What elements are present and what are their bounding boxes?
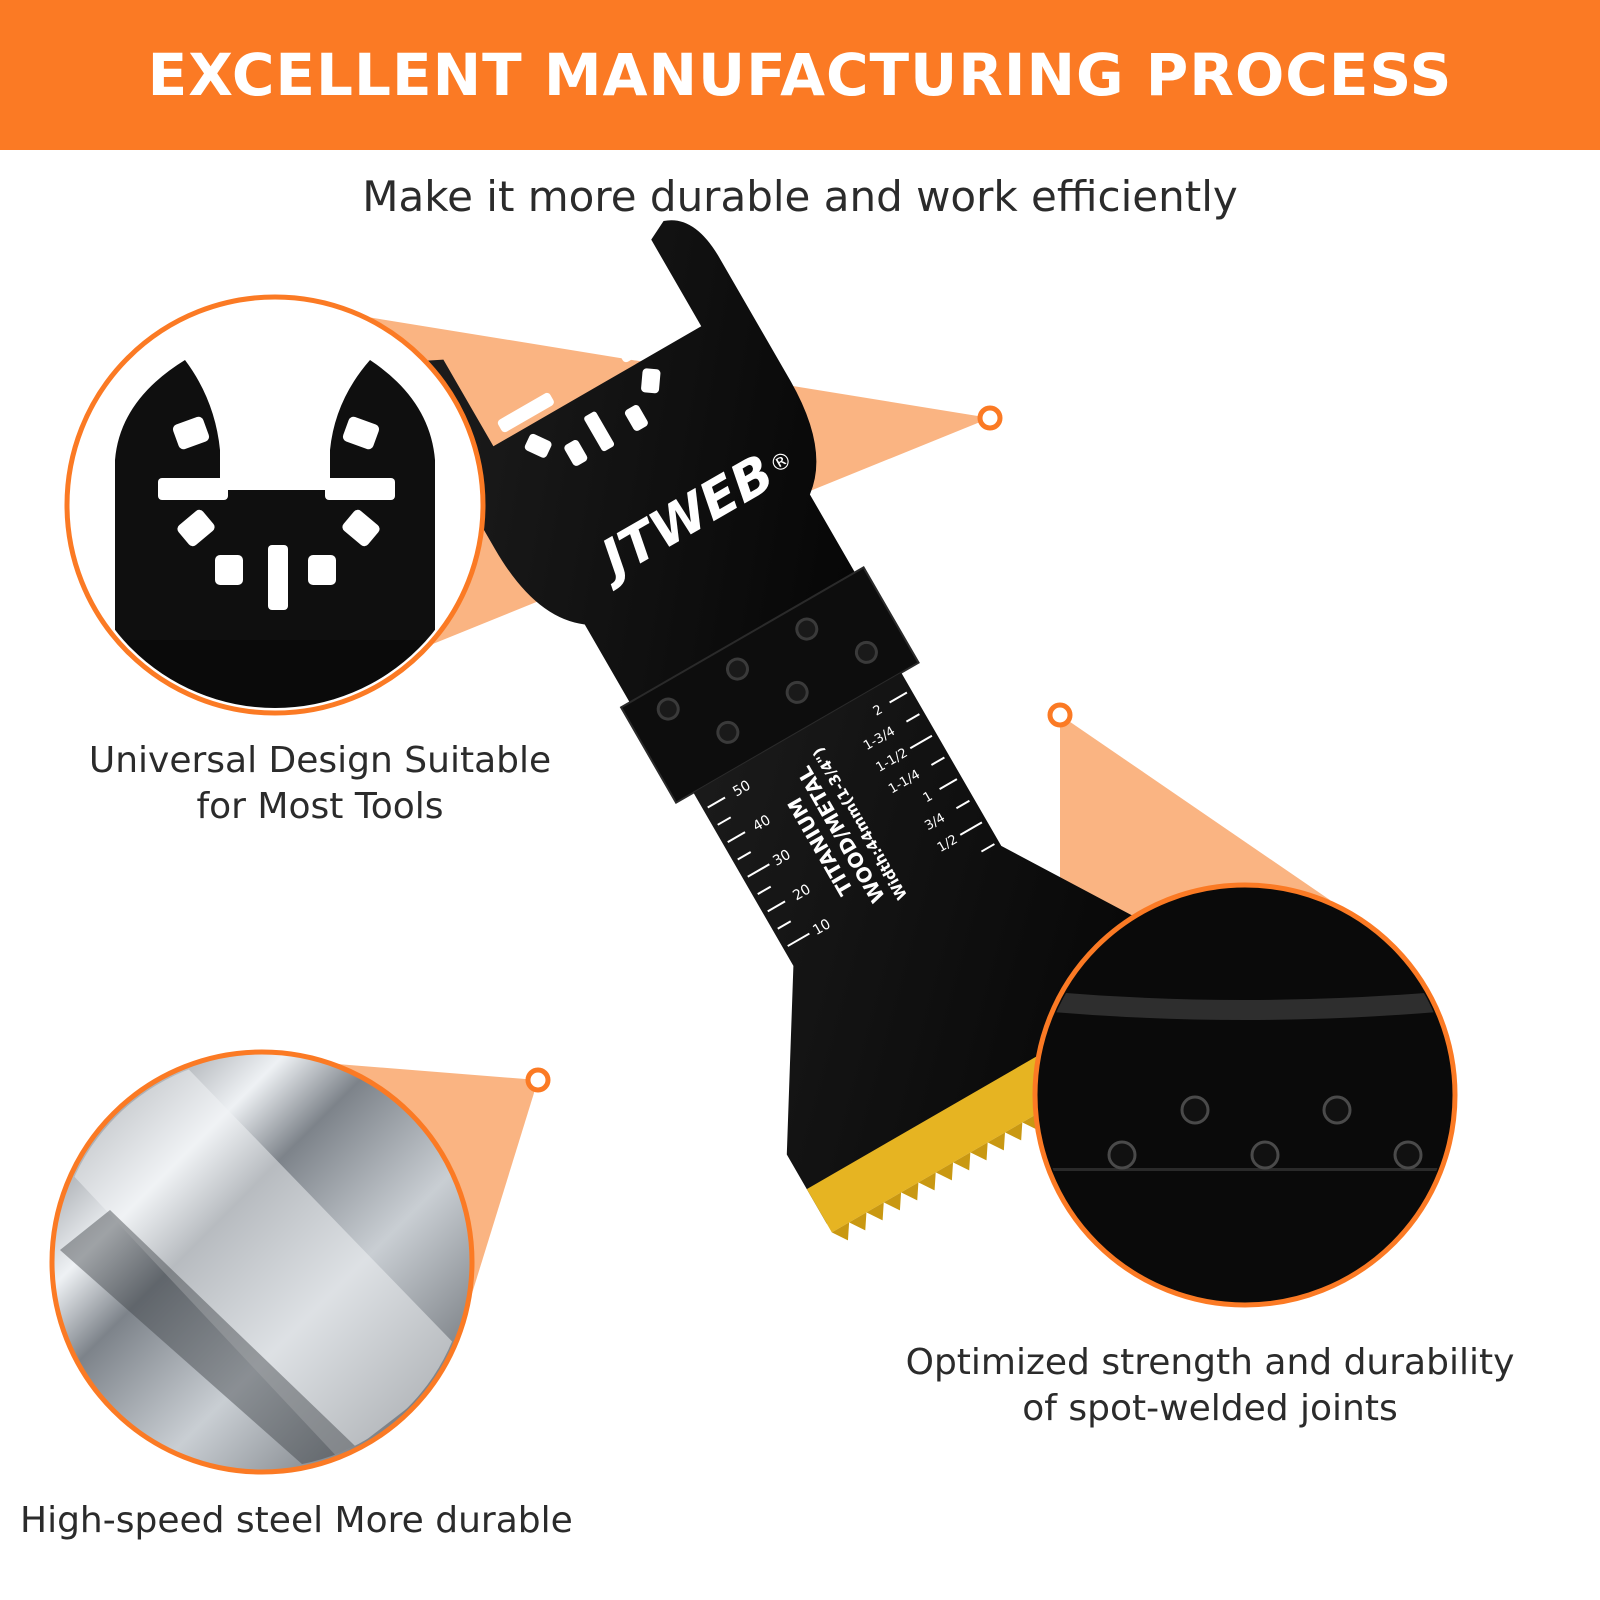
feature-joints-caption: Optimized strength and durability of spo…: [860, 1340, 1560, 1432]
mm-label: 50: [730, 778, 753, 801]
mm-label: 20: [790, 881, 813, 904]
callout-dot-joints: [1047, 702, 1073, 728]
callout-dot-steel: [525, 1067, 551, 1093]
page-subtitle: Make it more durable and work efficientl…: [362, 172, 1238, 221]
feature-universal-caption: Universal Design Suitable for Most Tools: [40, 738, 600, 830]
weld-spots: [656, 617, 878, 744]
magnifier-joints: [1032, 882, 1458, 1308]
feature-steel-caption: High-speed steel More durable: [20, 1498, 660, 1544]
magnifier-steel: [49, 1049, 475, 1475]
mm-label: 10: [810, 916, 833, 939]
mount-cutout: [497, 322, 676, 466]
banner-title: EXCELLENT MANUFACTURING PROCESS: [147, 41, 1453, 109]
feature-steel-line1: High-speed steel More durable: [20, 1500, 573, 1541]
blade-ruler-body: [693, 672, 1208, 1224]
saw-blade: JTWEB ® 50 40 30 20 10 2 1-3/4 1-1/2: [411, 220, 1213, 1241]
mm-label: 40: [750, 812, 773, 835]
magnifier-universal: [64, 294, 486, 716]
feature-universal-line1: Universal Design Suitable: [88, 740, 552, 781]
feature-joints-line1: Optimized strength and durability: [905, 1342, 1515, 1383]
ruler-ticks: [707, 691, 995, 947]
header-banner: EXCELLENT MANUFACTURING PROCESS: [0, 0, 1600, 150]
mm-tick-labels: 50 40 30 20 10: [730, 778, 833, 939]
blade-hub: [411, 220, 860, 712]
callout-dot-universal: [977, 405, 1003, 431]
feature-universal-line2: for Most Tools: [196, 786, 444, 827]
feature-joints-line2: of spot-welded joints: [1022, 1388, 1398, 1429]
mm-label: 30: [770, 847, 793, 870]
